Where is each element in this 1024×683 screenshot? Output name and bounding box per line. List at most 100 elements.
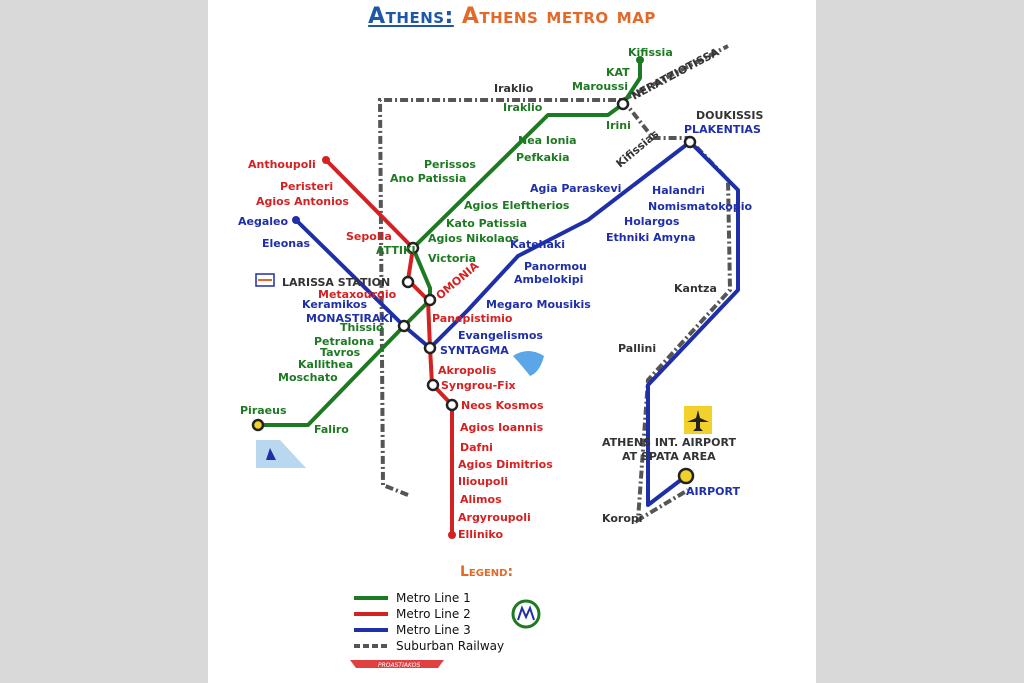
title-city: Athens:	[368, 4, 454, 29]
label-agios-ioannis[interactable]: Agios Ioannis	[460, 421, 544, 434]
label-faliro[interactable]: Faliro	[314, 423, 349, 436]
legend-item-railway: Suburban Railway	[354, 638, 504, 654]
label-holargos[interactable]: Holargos	[624, 215, 680, 228]
dolphin-icon	[513, 351, 544, 376]
interchange-piraeus[interactable]	[251, 418, 265, 432]
interchange-omonia[interactable]	[423, 293, 437, 307]
legend-label: Metro Line 1	[396, 591, 471, 605]
interchange-attiki[interactable]	[406, 241, 420, 255]
label-airport-area-1: ATHENS INT. AIRPORT	[602, 436, 736, 449]
label-keramikos[interactable]: Keramikos	[302, 298, 367, 311]
terminal-elliniko[interactable]	[448, 531, 456, 539]
label-airport-area-2: AT SPATA AREA	[622, 450, 716, 463]
label-dafni[interactable]: Dafni	[460, 441, 493, 454]
label-perissos[interactable]: Perissos	[424, 158, 476, 171]
train-logo-icon	[255, 273, 275, 287]
label-pefkakia[interactable]: Pefkakia	[516, 151, 570, 164]
label-agios-eleftherios[interactable]: Agios Eleftherios	[464, 199, 570, 212]
page-title: Athens: Athens metro map	[208, 4, 816, 29]
legend-label: Metro Line 2	[396, 607, 471, 621]
label-larissa-station[interactable]: LARISSA STATION	[282, 276, 390, 289]
terminal-aegaleo[interactable]	[292, 216, 300, 224]
label-katehaki[interactable]: Katehaki	[510, 238, 565, 251]
label-iraklio[interactable]: Iraklio	[503, 101, 543, 114]
label-tavros[interactable]: Tavros	[320, 346, 361, 359]
legend-item-line-1: Metro Line 1	[354, 590, 471, 606]
station-airport[interactable]	[677, 467, 695, 485]
label-eleonas[interactable]: Eleonas	[262, 237, 311, 250]
label-akropolis[interactable]: Akropolis	[438, 364, 497, 377]
station-neos-kosmos[interactable]	[445, 398, 459, 412]
station-markers	[251, 56, 697, 539]
label-ilioupoli[interactable]: Ilioupoli	[458, 475, 508, 488]
label-alimos[interactable]: Alimos	[460, 493, 502, 506]
label-panepistimio[interactable]: Panepistimio	[432, 312, 513, 325]
interchange-monastiraki[interactable]	[397, 319, 411, 333]
label-petralona[interactable]: Petralona	[314, 335, 374, 348]
label-peristeri[interactable]: Peristeri	[280, 180, 333, 193]
interchange-doukissis[interactable]	[683, 135, 697, 149]
label-syngrou-fix[interactable]: Syngrou-Fix	[441, 379, 516, 392]
label-agios-antonios[interactable]: Agios Antonios	[256, 195, 349, 208]
label-doukissis[interactable]: DOUKISSIS	[696, 109, 763, 122]
label-agios-nikolaos[interactable]: Agios Nikolaos	[428, 232, 519, 245]
legend-item-line-3: Metro Line 3	[354, 622, 471, 638]
legend-swatch	[354, 644, 388, 648]
label-nomismatokopio[interactable]: Nomismatokopio	[648, 200, 752, 213]
legend-item-line-2: Metro Line 2	[354, 606, 471, 622]
label-syntagma[interactable]: SYNTAGMA	[440, 344, 509, 357]
label-kantza[interactable]: Kantza	[674, 282, 717, 295]
label-megaro-mousikis[interactable]: Megaro Mousikis	[486, 298, 591, 311]
label-halandri[interactable]: Halandri	[652, 184, 705, 197]
label-metaxourgio[interactable]: Metaxourgio	[318, 288, 397, 301]
legend-swatch	[354, 628, 388, 632]
label-piraeus[interactable]: Piraeus	[240, 404, 287, 417]
airplane-icon	[684, 406, 712, 434]
terminal-anthoupoli[interactable]	[322, 156, 330, 164]
proastiakos-logo-icon: PROASTIAKOS	[350, 660, 444, 669]
label-airport[interactable]: AIRPORT	[686, 485, 740, 498]
label-ambelokipi[interactable]: Ambelokipi	[514, 273, 583, 286]
label-elliniko[interactable]: Elliniko	[458, 528, 503, 541]
label-monastiraki[interactable]: MONASTIRAKI	[306, 312, 393, 325]
label-maroussi[interactable]: Maroussi	[572, 80, 628, 93]
station-syngrou-fix[interactable]	[426, 378, 440, 392]
metro-logo-icon	[511, 599, 541, 629]
label-victoria[interactable]: Victoria	[428, 252, 476, 265]
label-kifissia[interactable]: Kifissia	[628, 46, 673, 59]
label-irini[interactable]: Irini	[606, 119, 631, 132]
label-kato-patissia[interactable]: Kato Patissia	[446, 217, 527, 230]
label-ano-patissia[interactable]: Ano Patissia	[390, 172, 466, 185]
label-nea-ionia[interactable]: Nea Ionia	[518, 134, 577, 147]
label-koropi[interactable]: Koropi	[602, 512, 643, 525]
label-kallithea[interactable]: Kallithea	[298, 358, 353, 371]
label-omonia[interactable]: OMONIA	[434, 259, 482, 302]
label-argyroupoli[interactable]: Argyroupoli	[458, 511, 531, 524]
interchange-neratziotissa[interactable]	[616, 97, 630, 111]
label-kifissias[interactable]: Kifissias	[614, 127, 662, 170]
interchange-syntagma[interactable]	[423, 341, 437, 355]
label-attiki[interactable]: ATTIKI	[376, 244, 416, 257]
label-kat[interactable]: KAT	[606, 66, 630, 79]
interchange-larissa[interactable]	[401, 275, 415, 289]
label-aegaleo[interactable]: Aegaleo	[238, 215, 289, 228]
label-anthoupoli[interactable]: Anthoupoli	[248, 158, 316, 171]
label-evangelismos[interactable]: Evangelismos	[458, 329, 543, 342]
label-sepolia[interactable]: Sepolia	[346, 230, 392, 243]
label-ethniki-amyna[interactable]: Ethniki Amyna	[606, 231, 696, 244]
label-agios-dimitrios[interactable]: Agios Dimitrios	[458, 458, 553, 471]
label-pallini[interactable]: Pallini	[618, 342, 656, 355]
metro-map: PROASTIAKOS Kifissia KAT Maroussi Irakli…	[238, 44, 763, 669]
label-iraklio-rail[interactable]: Iraklio	[494, 82, 534, 95]
map-sheet: Athens: Athens metro map	[208, 0, 816, 683]
label-agia-paraskevi[interactable]: Agia Paraskevi	[530, 182, 621, 195]
suburban-railway-line	[377, 44, 733, 524]
label-plakentias[interactable]: PLAKENTIAS	[684, 123, 761, 136]
terminal-kifissia[interactable]	[636, 56, 644, 64]
label-thissio[interactable]: Thissio	[340, 321, 384, 334]
label-moschato[interactable]: Moschato	[278, 371, 338, 384]
title-text: Athens metro map	[461, 4, 656, 29]
label-neos-kosmos[interactable]: Neos Kosmos	[461, 399, 544, 412]
proastiakos-logo-text: PROASTIAKOS	[378, 662, 420, 669]
label-panormou[interactable]: Panormou	[524, 260, 587, 273]
